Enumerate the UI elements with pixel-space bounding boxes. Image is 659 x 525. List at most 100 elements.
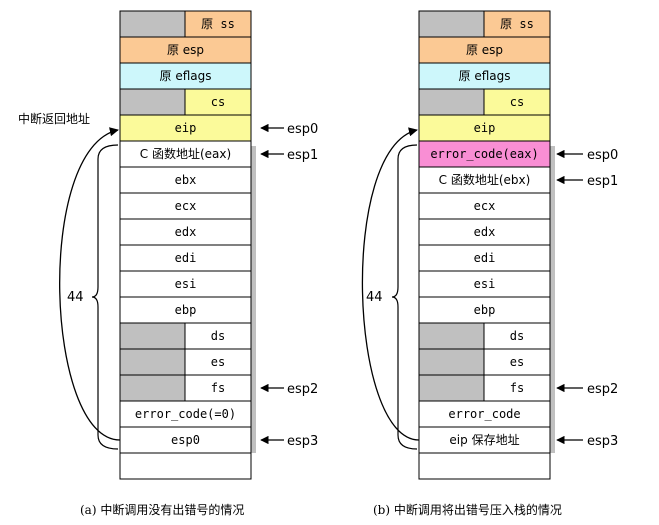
stack-row-edi: edi [119,244,252,272]
stack-cell [418,192,551,220]
stack-cell-label: cs [510,95,524,109]
unused-half-cell [119,348,186,376]
stack-cell-label: 原 ss [500,17,534,31]
stack-cell [483,348,551,376]
unused-half-cell [119,322,186,350]
stack-row-cs: cs [119,88,252,116]
pointer-label-esp2: esp2 [587,382,618,397]
stack-row-ss: 原 ss [418,10,551,38]
unused-half-cell [418,88,485,116]
stack-cell-label: eip 保存地址 [449,433,519,447]
stack-cell [418,166,551,194]
stack-cell [418,62,551,90]
stack-row-ecx: ecx [418,192,551,220]
stack-cell [418,140,551,168]
stack-cell-label: 原 eflags [459,69,511,83]
stack-cell [119,452,252,480]
stack-row-edx: edx [119,218,252,246]
stack-row-eflags: 原 eflags [418,62,551,90]
stack-row-cs: cs [418,88,551,116]
stack-cell [184,348,252,376]
stack-row-ss: 原 ss [119,10,252,38]
pointer-label-esp1: esp1 [287,148,318,163]
stack-cell [418,452,551,480]
stack-cell [418,36,551,64]
stack-cell-label: ebp [175,303,197,317]
stack-cell-label: edi [474,251,496,265]
stack-cell-label: eip [175,121,197,135]
stack-cell-label: esp0 [171,433,200,447]
stack-cell-label: ecx [474,199,496,213]
stack-cell-label: error_code(=0) [135,407,236,421]
return-address-arrow [59,127,121,441]
brace-size-label: 44 [67,290,84,305]
brace-size-label: 44 [366,290,383,305]
unused-half-cell [418,322,485,350]
stack-cell [119,192,252,220]
unused-half-cell [418,374,485,402]
interrupt-return-label: 中断返回地址 [18,111,90,126]
stack-row-edi: edi [418,244,551,272]
stack-cell-label: 原 esp [167,43,204,57]
pointer-label-esp3: esp3 [587,434,618,449]
stack-row-c-ebx: C 函数地址(ebx) [418,166,551,194]
stack-row-ebx: ebx [119,166,252,194]
stack-cell-label: eip [474,121,496,135]
stack-cell-label: 原 ss [201,17,235,31]
stack-row-ebp: ebp [418,296,551,324]
stack-row-eip: eip [418,114,551,142]
stack-cell [119,296,252,324]
stack-row-eip: eip [119,114,252,142]
stack-row-eflags: 原 eflags [119,62,252,90]
stack-cell-label: fs [510,381,524,395]
stack-cell [119,36,252,64]
stack-cell [119,270,252,298]
stack-cell-label: ds [510,329,524,343]
unused-half-cell [418,348,485,376]
stack-row-esi: esi [119,270,252,298]
stack-row-ebp: ebp [119,296,252,324]
stack-cell-label: ebp [474,303,496,317]
stack-cell-label: 原 esp [466,43,503,57]
stack-cell [418,270,551,298]
stack-cell-label: error_code [448,407,520,421]
stack-cell [184,10,252,38]
unused-half-cell [119,374,186,402]
stack-row-eip: eip 保存地址 [418,426,551,454]
stack-cell-label: es [211,355,225,369]
stack-row-ecx: ecx [119,192,252,220]
unused-half-cell [418,10,485,38]
stack-cell [119,244,252,272]
stack-cell-label: es [510,355,524,369]
pointer-label-esp3: esp3 [287,434,318,449]
unused-half-cell [119,10,186,38]
stack-cell-label: cs [211,95,225,109]
stack-cell [119,140,252,168]
unused-half-cell [119,88,186,116]
stack-cell-label: C 函数地址(eax) [140,146,231,161]
caption-b: (b) 中断调用将出错号压入栈的情况 [373,502,562,517]
caption-a: (a) 中断调用没有出错号的情况 [80,502,244,517]
size-brace [391,144,418,450]
stack-cell-label: ds [211,329,225,343]
stack-row-fs: fs [418,374,551,402]
stack-row-fs: fs [119,374,252,402]
stack-row-error-code-eax: error_code(eax) [418,140,551,168]
stack-row-c-eax: C 函数地址(eax) [119,140,252,168]
stack-cell-label: esi [474,277,496,291]
stack-cell-label: ecx [175,199,197,213]
stack-row-esp: 原 esp [119,36,252,64]
stack-cell [418,114,551,142]
stack-row-es: es [418,348,551,376]
stack-cell-label: edx [474,225,496,239]
stack-cell [418,218,551,246]
stack-row-esp: 原 esp [418,36,551,64]
stack-row-ds: ds [119,322,252,350]
stack-row-edx: edx [418,218,551,246]
size-brace [91,144,119,450]
pointer-label-esp0: esp0 [587,148,618,163]
stack-row-es: es [119,348,252,376]
stack-row-error-code: error_code [418,400,551,428]
stack-cell [418,296,551,324]
